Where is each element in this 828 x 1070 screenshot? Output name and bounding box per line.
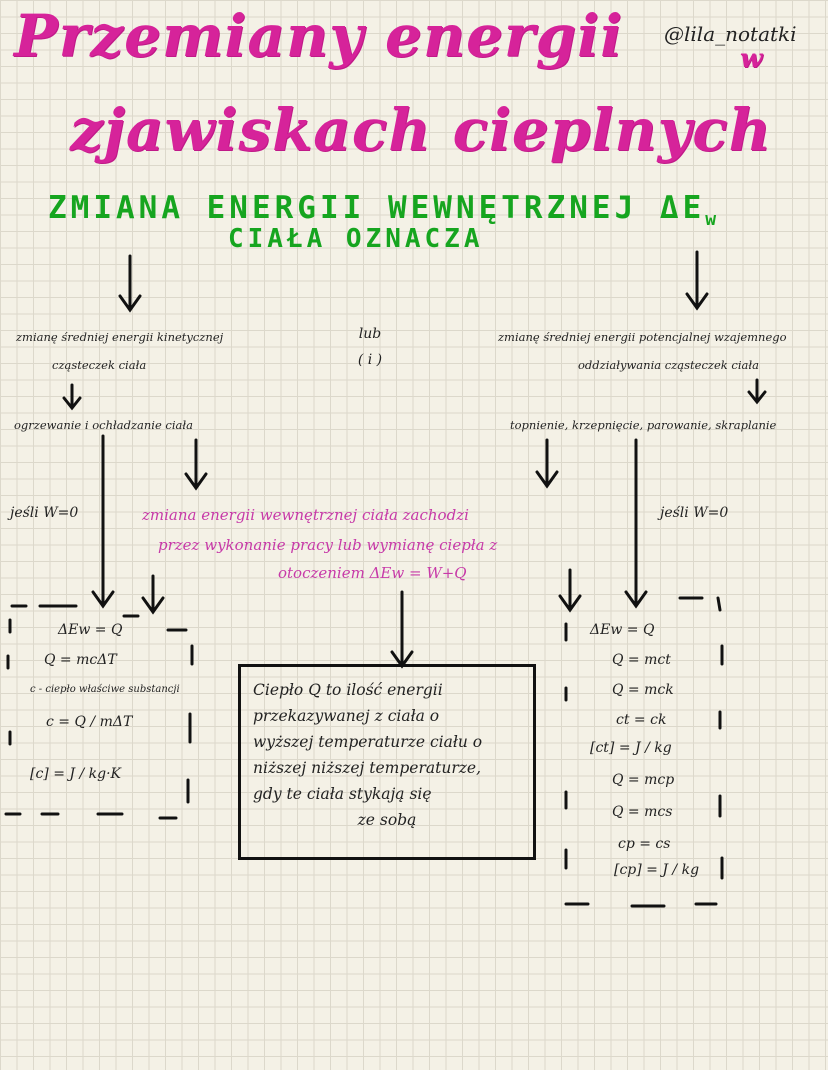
right-condition: jeśli W=0	[660, 505, 729, 521]
heat-line-5: gdy te ciała stykają się	[253, 785, 432, 803]
left-formula-1: ΔEw = Q	[58, 622, 123, 638]
left-formula-3: c - ciepło właściwe substancji	[30, 684, 180, 695]
right-formula-3: Q = mck	[612, 682, 674, 698]
heat-line-2: przekazywanej z ciała o	[253, 707, 440, 725]
subtitle-line2: CIAŁA OZNACZA	[228, 224, 484, 254]
right-formula-2: Q = mct	[612, 652, 671, 668]
right-formula-4: ct = ck	[616, 712, 667, 728]
right-process: topnienie, krzepnięcie, parowanie, skrap…	[510, 418, 777, 432]
subtitle-line1: ZMIANA ENERGII WEWNĘTRZNEJ ΔEw	[48, 190, 721, 231]
pink-note-line3: otoczeniem ΔEw = W+Q	[278, 564, 467, 582]
right-energy-line1: zmianę średniej energii potencjalnej wza…	[498, 330, 787, 344]
right-formula-8: cp = cs	[618, 836, 671, 852]
page-title-line2: zjawiskach cieplnych	[70, 96, 772, 164]
left-energy-line1: zmianę średniej energii kinetycznej	[16, 330, 224, 344]
left-formula-4: c = Q / mΔT	[46, 714, 133, 730]
connector-i: ( i )	[357, 352, 383, 368]
left-formula-2: Q = mcΔT	[44, 652, 117, 668]
page-title: Przemiany energii	[14, 2, 624, 70]
left-process: ogrzewanie i ochładzanie ciała	[14, 418, 193, 432]
heat-definition-box: Ciepło Q to ilość energii przekazywanej …	[238, 664, 536, 860]
right-formula-1: ΔEw = Q	[590, 622, 655, 638]
pink-note-line2: przez wykonanie pracy lub wymianę ciepła…	[158, 536, 498, 554]
pink-note-line1: zmiana energii wewnętrznej ciała zachodz…	[142, 506, 469, 524]
right-formula-9: [cp] = J / kg	[614, 862, 700, 878]
right-formula-6: Q = mcp	[612, 772, 675, 788]
right-formula-7: Q = mcs	[612, 804, 673, 820]
left-formula-5: [c] = J / kg·K	[30, 766, 121, 782]
arrowhead-left-main	[118, 294, 142, 313]
heat-line-1: Ciepło Q to ilość energii	[253, 681, 443, 699]
left-energy-line2: cząsteczek ciała	[52, 358, 147, 372]
title-word-w: w	[740, 44, 764, 74]
heat-line-6: ze sobą	[357, 811, 417, 829]
right-energy-line2: oddziaływania cząsteczek ciała	[578, 358, 759, 372]
left-condition: jeśli W=0	[10, 505, 79, 521]
arrowhead-right-main	[685, 292, 709, 311]
connector-lub: lub	[358, 326, 382, 342]
author-handle: @lila_notatki	[664, 22, 797, 46]
right-formula-5: [ct] = J / kg	[590, 740, 672, 756]
heat-line-4: niższej niższej temperaturze,	[253, 759, 481, 777]
heat-line-3: wyższej temperaturze ciału o	[253, 733, 483, 751]
